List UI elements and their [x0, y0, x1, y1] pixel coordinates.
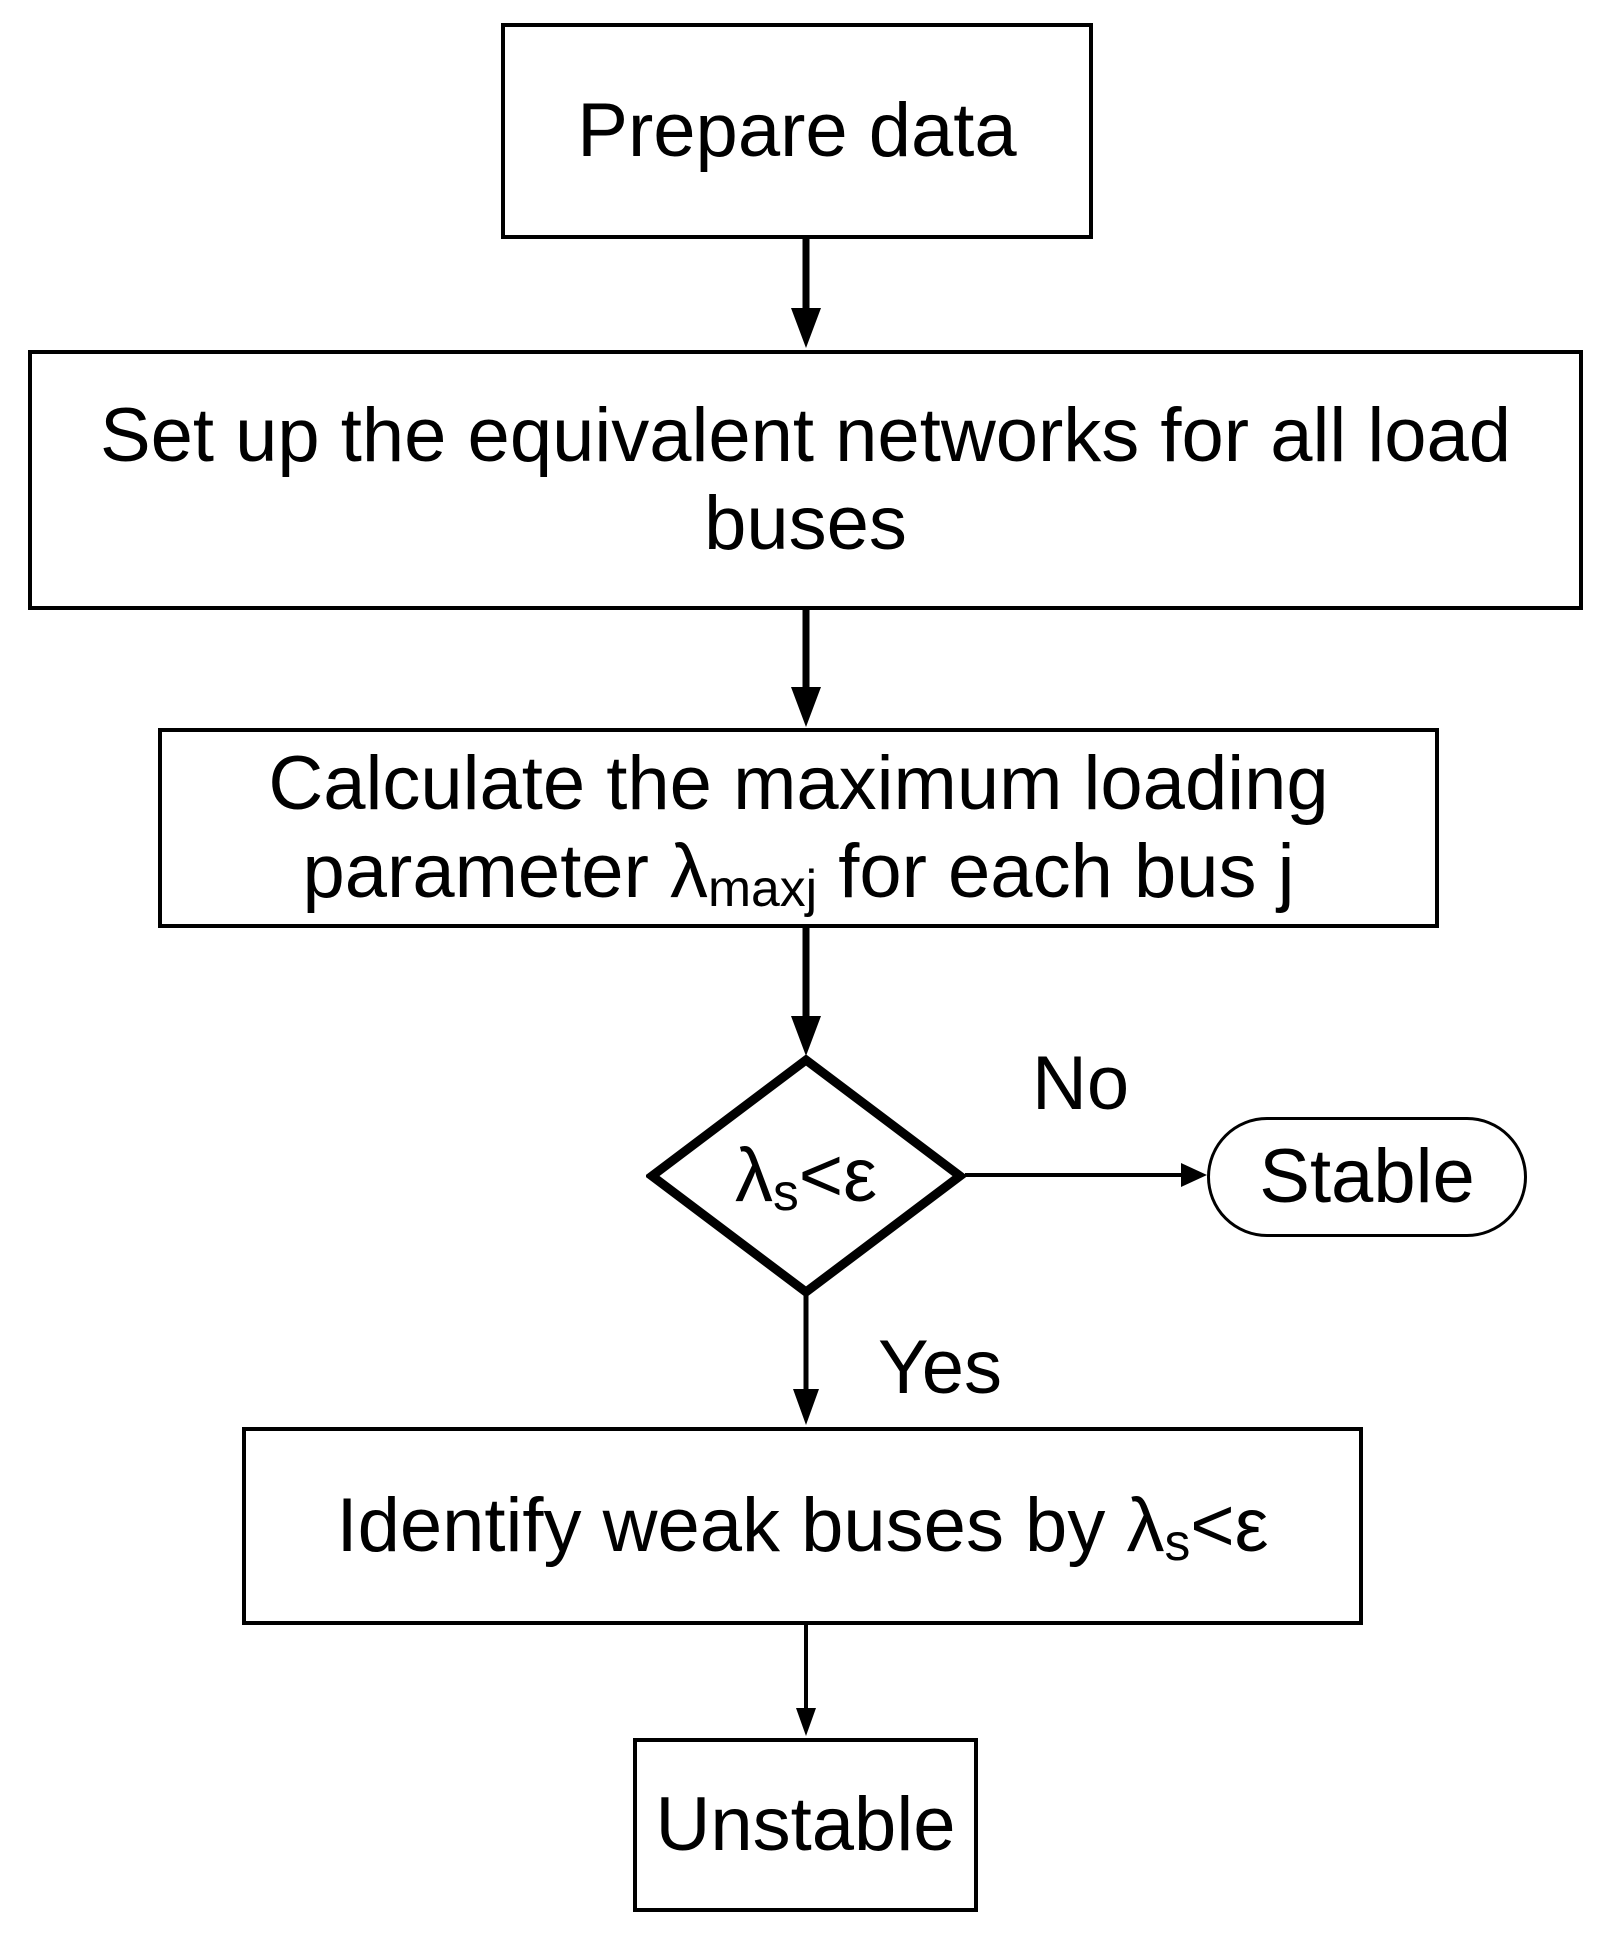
- node-stable: Stable: [1207, 1117, 1527, 1237]
- arrow-head-down-icon: [791, 1016, 821, 1056]
- arrow-shaft: [803, 1295, 809, 1391]
- node-prepare-data: Prepare data: [501, 23, 1093, 239]
- arrow-setup-to-calculate: [791, 610, 821, 727]
- identify-subscript: s: [1164, 1513, 1191, 1572]
- decision-subscript: s: [772, 1163, 799, 1222]
- arrow-calculate-to-decision: [791, 928, 821, 1056]
- identify-suffix: <ε: [1190, 1482, 1269, 1568]
- arrow-decision-to-identify: [791, 1295, 821, 1425]
- arrow-head-right-icon: [1181, 1163, 1207, 1187]
- decision-label: λs<ε: [735, 1138, 877, 1219]
- edge-label-no: No: [1032, 1041, 1130, 1126]
- calculate-line2-suffix: for each bus j: [817, 829, 1295, 914]
- decision-prefix: λ: [734, 1133, 773, 1218]
- node-unstable: Unstable: [633, 1738, 978, 1912]
- calculate-line2-subscript: maxj: [708, 859, 818, 918]
- arrow-shaft: [802, 928, 810, 1022]
- arrow-head-down-icon: [793, 1389, 819, 1425]
- node-calculate-lambda-max-label: Calculate the maximum loading parameter …: [248, 740, 1348, 918]
- node-calculate-lambda-max: Calculate the maximum loading parameter …: [158, 728, 1439, 928]
- edge-label-yes: Yes: [878, 1325, 1002, 1410]
- node-decision-lambda-epsilon: λs<ε: [646, 1054, 966, 1298]
- identify-prefix: Identify weak buses by λ: [336, 1482, 1165, 1568]
- node-unstable-label: Unstable: [655, 1781, 956, 1867]
- calculate-line1: Calculate the maximum loading: [268, 740, 1329, 826]
- node-stable-label: Stable: [1259, 1133, 1475, 1219]
- calculate-line2-prefix: parameter λ: [302, 829, 709, 914]
- arrow-prepare-to-setup: [791, 239, 821, 348]
- arrow-shaft: [802, 610, 810, 693]
- node-prepare-data-label: Prepare data: [577, 87, 1017, 173]
- arrow-head-down-icon: [796, 1708, 816, 1736]
- node-setup-networks: Set up the equivalent networks for all l…: [28, 350, 1583, 610]
- arrow-decision-to-stable: [965, 1163, 1207, 1187]
- diamond-outline: [646, 1054, 966, 1298]
- arrow-shaft: [802, 239, 810, 314]
- arrow-shaft: [965, 1173, 1183, 1177]
- node-identify-weak-buses: Identify weak buses by λs<ε: [242, 1427, 1363, 1625]
- arrow-head-down-icon: [791, 687, 821, 727]
- decision-suffix: <ε: [798, 1133, 878, 1218]
- arrow-identify-to-unstable: [791, 1625, 821, 1736]
- node-identify-weak-buses-label: Identify weak buses by λs<ε: [316, 1482, 1288, 1572]
- decision-diamond-shape: [646, 1054, 966, 1298]
- node-setup-networks-label: Set up the equivalent networks for all l…: [99, 392, 1512, 566]
- arrow-head-down-icon: [791, 308, 821, 348]
- arrow-shaft: [804, 1625, 808, 1708]
